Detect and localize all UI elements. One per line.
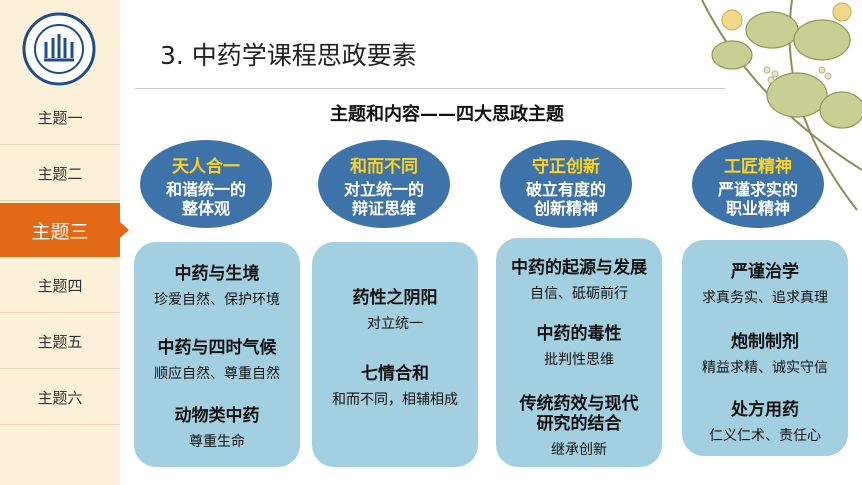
sidebar-item-topic-1[interactable]: 主题一 [0, 90, 120, 145]
sidebar-item-topic-3[interactable]: 主题三 [0, 203, 120, 257]
sidebar-item-label: 主题五 [37, 332, 83, 351]
theme-oval-2: 和而不同 对立统一的 辩证思维 [318, 140, 450, 228]
content-panel-3: 中药的起源与发展 自信、砥砺前行 中药的毒性 批判性思维 传统药效与现代 研究的… [496, 238, 662, 467]
theme-desc: 严谨求实的 职业精神 [717, 180, 798, 218]
sidebar-item-label: 主题二 [37, 164, 83, 183]
theme-name: 天人合一 [172, 157, 240, 177]
sidebar-item-label: 主题一 [37, 108, 83, 127]
content-panel-4: 严谨治学 求真务实、追求真理 炮制制剂 精益求精、诚实守信 处方用药 仁义仁术、… [682, 240, 848, 456]
theme-name: 和而不同 [350, 157, 418, 177]
list-item: 处方用药 仁义仁术、责任心 [709, 400, 821, 444]
sidebar-item-label: 主题三 [31, 220, 89, 243]
section-subtitle: 主题和内容——四大思政主题 [330, 104, 564, 125]
list-item: 药性之阴阳 对立统一 [352, 288, 438, 332]
list-item: 中药的毒性 批判性思维 [536, 324, 622, 368]
content-panel-1: 中药与生境 珍爱自然、保护环境 中药与四时气候 顺应自然、尊重自然 动物类中药 … [134, 242, 300, 467]
theme-name: 工匠精神 [724, 157, 792, 177]
theme-name: 守正创新 [532, 157, 600, 177]
plant-illustration [701, 0, 862, 211]
sidebar-item-topic-5[interactable]: 主题五 [0, 314, 120, 369]
list-item: 中药与四时气候 顺应自然、尊重自然 [154, 338, 280, 382]
theme-oval-1: 天人合一 和谐统一的 整体观 [140, 140, 272, 228]
sidebar: 主题一 主题二 主题三 主题四 主题五 主题六 [0, 0, 120, 485]
theme-oval-3: 守正创新 破立有度的 创新精神 [500, 140, 632, 228]
sidebar-item-topic-4[interactable]: 主题四 [0, 258, 120, 313]
list-item: 炮制制剂 精益求精、诚实守信 [702, 332, 828, 376]
list-item: 传统药效与现代 研究的结合 继承创新 [519, 394, 639, 458]
page-title: 3. 中药学课程思政要素 [160, 41, 417, 70]
list-item: 七情合和 和而不同，相辅相成 [332, 364, 458, 408]
active-indicator-arrow [120, 222, 129, 238]
content-panel-2: 药性之阴阳 对立统一 七情合和 和而不同，相辅相成 [312, 242, 478, 467]
list-item: 中药与生境 珍爱自然、保护环境 [154, 264, 280, 308]
theme-desc: 和谐统一的 整体观 [165, 180, 246, 218]
theme-desc: 对立统一的 辩证思维 [343, 180, 424, 218]
sidebar-item-label: 主题四 [37, 276, 83, 295]
sidebar-item-label: 主题六 [37, 388, 83, 407]
list-item: 动物类中药 尊重生命 [174, 406, 260, 450]
list-item: 中药的起源与发展 自信、砥砺前行 [511, 258, 647, 302]
sidebar-item-topic-2[interactable]: 主题二 [0, 146, 120, 201]
school-logo-icon [22, 12, 96, 86]
list-item: 严谨治学 求真务实、追求真理 [702, 262, 828, 306]
title-divider [135, 88, 725, 89]
theme-oval-4: 工匠精神 严谨求实的 职业精神 [692, 140, 824, 228]
sidebar-item-topic-6[interactable]: 主题六 [0, 370, 120, 425]
theme-desc: 破立有度的 创新精神 [525, 180, 606, 218]
